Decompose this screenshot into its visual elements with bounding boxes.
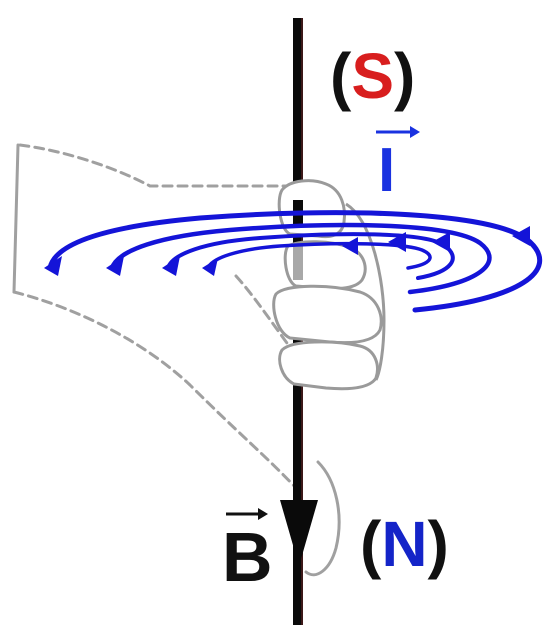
i-vector-arrow-icon — [376, 126, 420, 138]
wrist-left-edge — [12, 143, 20, 294]
field-arrowhead-icon — [388, 232, 406, 252]
field-line-3 — [166, 232, 455, 280]
thumb-tip-outline — [304, 460, 341, 577]
ring-finger-outline — [272, 284, 383, 345]
current-symbol: I — [378, 136, 396, 205]
field-arrowhead-icon — [202, 258, 218, 276]
field-arrowhead-icon — [512, 226, 530, 246]
field-arrowheads — [44, 226, 530, 276]
south-pole-label: (S) — [330, 44, 415, 108]
hand-back-lower-edge — [12, 290, 298, 490]
magnetic-field-symbol: B — [222, 518, 273, 596]
south-pole-letter: S — [351, 40, 394, 112]
paren-open: ( — [330, 40, 352, 112]
current-direction-arrowhead-icon — [280, 500, 318, 566]
hand-fingers — [272, 179, 386, 391]
field-arrowhead-icon — [162, 256, 180, 276]
field-line-inner — [206, 241, 432, 270]
field-arrowhead-icon — [342, 237, 358, 255]
field-line-outer — [47, 210, 543, 313]
hand-outline — [12, 143, 341, 577]
north-pole-label: (N) — [360, 512, 449, 576]
field-arrowhead-icon — [44, 256, 62, 276]
paren-close: ) — [427, 508, 449, 580]
b-vector-arrow-icon — [226, 508, 268, 520]
field-arrowhead-icon — [106, 256, 124, 276]
paren-close: ) — [394, 40, 416, 112]
north-pole-letter: N — [381, 508, 428, 580]
field-arrowhead-icon — [432, 232, 450, 252]
thumb-lower-edge — [234, 274, 294, 352]
field-line-2 — [109, 222, 492, 295]
little-finger-outline — [278, 340, 379, 391]
magnetic-field-lines — [47, 210, 543, 313]
hand-back-top-edge — [18, 143, 302, 188]
paren-open: ( — [360, 508, 382, 580]
